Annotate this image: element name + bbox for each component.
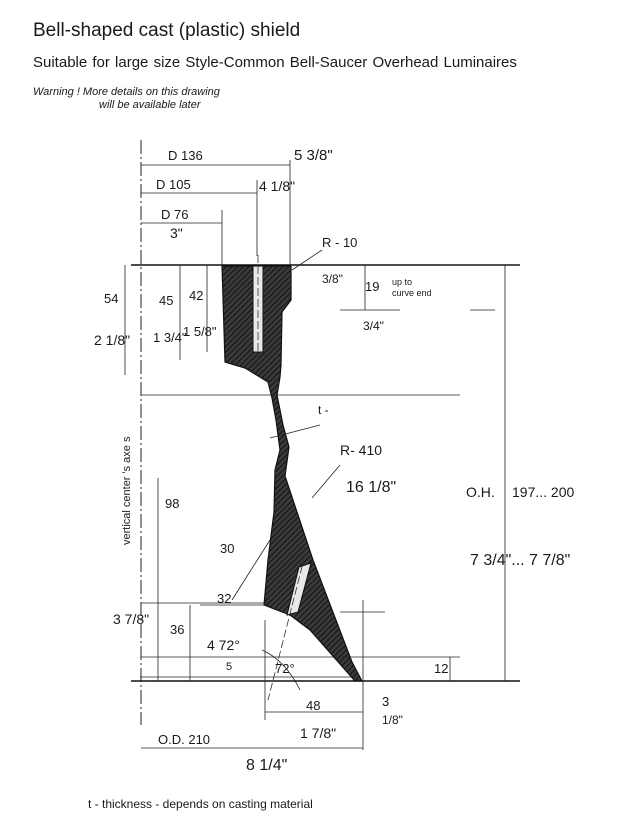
label-19: 19 bbox=[365, 279, 379, 294]
label-r10: R - 10 bbox=[322, 235, 357, 250]
label-d105-in: 4 1/8" bbox=[259, 178, 295, 194]
label-48-in: 1 7/8" bbox=[300, 725, 336, 741]
label-19-in: 3/4" bbox=[363, 319, 384, 333]
label-12: 12 bbox=[434, 661, 448, 676]
label-t: t - bbox=[318, 403, 329, 417]
warning-line-1: Warning ! More details on this drawing bbox=[33, 86, 220, 98]
label-98: 98 bbox=[165, 496, 179, 511]
label-d105: D 105 bbox=[156, 177, 191, 192]
angle-arc bbox=[261, 649, 301, 691]
leader-t bbox=[269, 424, 321, 439]
label-45: 45 bbox=[159, 293, 173, 308]
shield-section bbox=[221, 265, 363, 682]
label-36-in: 3 7/8" bbox=[113, 611, 149, 627]
label-d76: D 76 bbox=[161, 207, 188, 222]
label-oh-in: 7 3/4"... 7 7/8" bbox=[470, 552, 570, 569]
label-od: O.D. 210 bbox=[158, 732, 210, 747]
drawing-subtitle: Suitable for large size Style-Common Bel… bbox=[33, 54, 517, 71]
label-oh: O.H. bbox=[466, 484, 495, 500]
label-r410-in: 16 1/8" bbox=[346, 479, 396, 496]
label-r10-in: 3/8" bbox=[322, 272, 343, 286]
label-curve-end: curve end bbox=[392, 288, 432, 298]
label-30: 30 bbox=[220, 541, 234, 556]
label-angle-72b: 72° bbox=[275, 661, 295, 676]
label-oh-mm: 197... 200 bbox=[512, 484, 574, 500]
label-54: 54 bbox=[104, 291, 118, 306]
footnote: t - thickness - depends on casting mater… bbox=[88, 797, 313, 811]
label-axis: vertical center 's axe s bbox=[121, 436, 133, 545]
label-3-in: 1/8" bbox=[382, 713, 403, 727]
label-d136: D 136 bbox=[168, 148, 203, 163]
label-d136-in: 5 3/8" bbox=[294, 147, 333, 164]
label-42: 42 bbox=[189, 288, 203, 303]
label-od-in: 8 1/4" bbox=[246, 757, 287, 774]
label-5: 5 bbox=[226, 661, 232, 673]
warning-line-2: will be available later bbox=[99, 99, 201, 111]
slot-center-line-bottom bbox=[267, 554, 306, 701]
label-36: 36 bbox=[170, 622, 184, 637]
label-r410: R- 410 bbox=[340, 442, 382, 458]
label-42-in: 1 5/8" bbox=[183, 324, 217, 339]
leader-r410 bbox=[311, 464, 341, 499]
label-d76-in: 3" bbox=[170, 225, 183, 241]
leader-r10 bbox=[291, 249, 323, 271]
label-45-in: 1 3/4" bbox=[153, 330, 187, 345]
label-3: 3 bbox=[382, 694, 389, 709]
label-48: 48 bbox=[306, 698, 320, 713]
label-up-to: up to bbox=[392, 277, 412, 287]
dim-line-30 bbox=[231, 539, 271, 601]
label-54-in: 2 1/8" bbox=[94, 332, 130, 348]
drawing-title: Bell-shaped cast (plastic) shield bbox=[33, 20, 301, 41]
warning-note: Warning ! More details on this drawing w… bbox=[33, 86, 220, 112]
label-angle-72a: 4 72° bbox=[207, 637, 240, 653]
label-32: 32 bbox=[217, 591, 231, 606]
